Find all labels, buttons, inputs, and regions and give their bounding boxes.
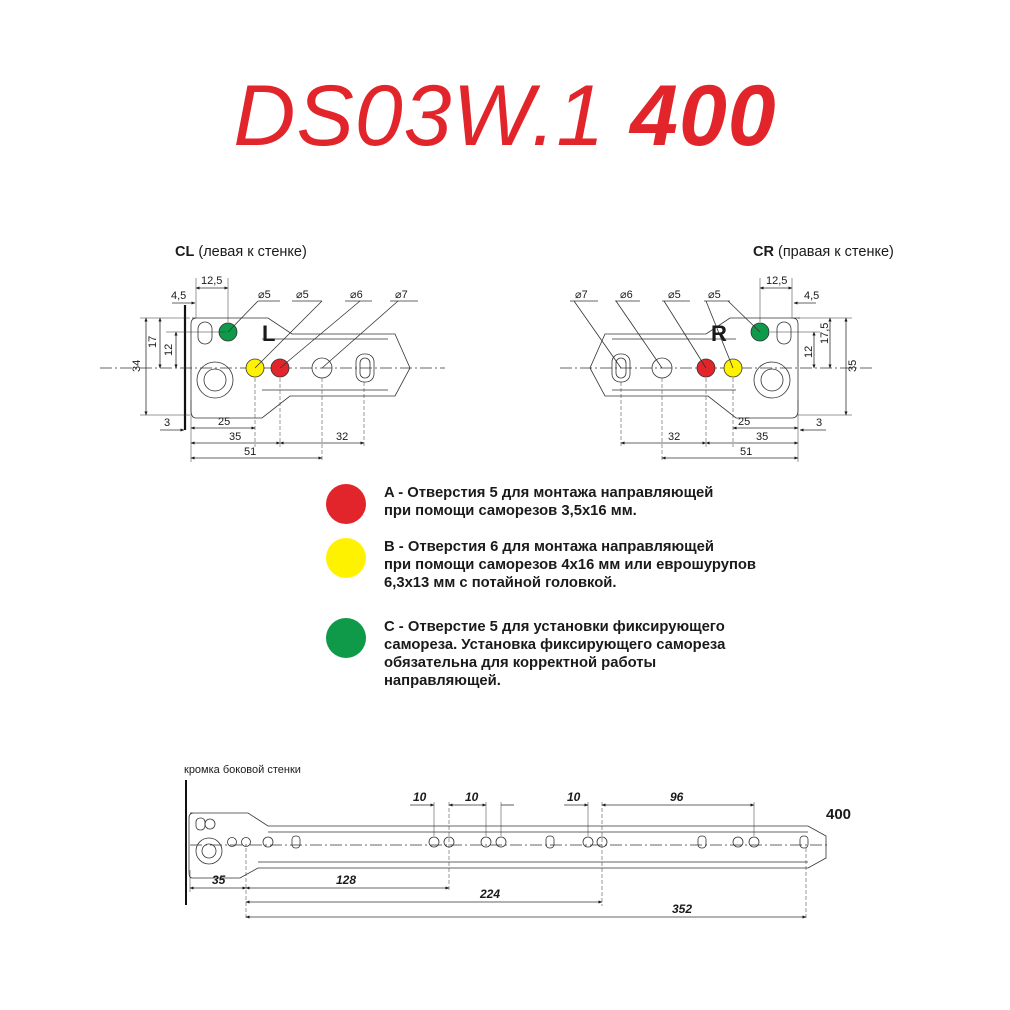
left-view-caption: CL (левая к стенке): [175, 244, 307, 260]
right-dim-3: 3: [816, 417, 822, 429]
left-slot-hole: [197, 321, 213, 345]
bottom-dim-128: 128: [336, 873, 356, 887]
bottom-dim-10a: 10: [413, 790, 427, 804]
right-dim-35: 35: [847, 360, 859, 372]
bottom-dim-10b: 10: [465, 790, 479, 804]
left-dim-34: 34: [131, 360, 143, 372]
bottom-dim-352: 352: [672, 902, 692, 916]
left-rail-view: [100, 278, 445, 462]
left-roller-outer: [196, 361, 234, 399]
right-dim-17-5: 17,5: [819, 323, 831, 344]
bottom-dim-10c: 10: [567, 790, 581, 804]
left-dim-17: 17: [147, 336, 159, 348]
title-model: DS03W.1: [233, 68, 606, 164]
bottom-dimension-labels: 10 10 10 96 35 128 224 352: [212, 790, 692, 916]
right-dim-d5b: ⌀5: [708, 289, 721, 301]
right-dim-d6: ⌀6: [620, 289, 633, 301]
left-dim-25: 25: [218, 416, 230, 428]
left-bracket-outline: [190, 317, 411, 419]
left-dim-51: 51: [244, 446, 256, 458]
legend-text-b: B - Отверстия 6 для монтажа направляющей…: [384, 539, 757, 591]
right-rail-view: [560, 278, 875, 462]
right-caption-text: (правая к стенке): [777, 244, 894, 260]
right-dim-35b: 35: [756, 431, 768, 443]
left-dim-32: 32: [336, 431, 348, 443]
legend-text-a: A - Отверстия 5 для монтажа направляющей…: [384, 485, 714, 519]
dimension-labels: L 12,5 4,5 ⌀5 ⌀5 ⌀6 ⌀7 34 17 12 3 25 35 …: [131, 275, 859, 458]
right-caption-code: CR: [753, 244, 774, 260]
legend-dot-a: [326, 484, 366, 524]
product-title: DS03W.1 400: [0, 66, 1010, 166]
left-dim-35: 35: [229, 431, 241, 443]
left-caption-code: CL: [175, 244, 195, 260]
title-length: 400: [630, 68, 777, 164]
left-dim-12-5: 12,5: [201, 275, 222, 287]
bottom-dim-35: 35: [212, 873, 226, 887]
bottom-dim-96: 96: [670, 790, 684, 804]
rail-outline: [188, 812, 827, 879]
right-roller-outer: [753, 361, 791, 399]
full-rail-view: [185, 780, 830, 920]
right-dim-12-5: 12,5: [766, 275, 787, 287]
right-view-caption: CR (правая к стенке): [753, 244, 894, 260]
right-dim-51: 51: [740, 446, 752, 458]
legend-dot-c: [326, 618, 366, 658]
left-hole-7: [355, 353, 375, 383]
right-dim-25: 25: [738, 416, 750, 428]
left-roller-inner: [203, 368, 227, 392]
left-dim-12: 12: [163, 344, 175, 356]
legend-dot-b: [326, 538, 366, 578]
left-dim-d7: ⌀7: [395, 289, 408, 301]
right-bracket-outline: [589, 317, 800, 419]
legend-text-c: C - Отверстие 5 для установки фиксирующе…: [384, 619, 726, 689]
left-dim-4-5: 4,5: [171, 290, 186, 302]
left-dim-d5a: ⌀5: [258, 289, 271, 301]
right-side-mark: R: [711, 321, 727, 346]
right-dim-32: 32: [668, 431, 680, 443]
left-dim-d6: ⌀6: [350, 289, 363, 301]
right-roller-inner: [760, 368, 784, 392]
right-dim-d7: ⌀7: [575, 289, 588, 301]
right-slot-hole: [776, 321, 792, 345]
right-dim-12: 12: [803, 346, 815, 358]
left-caption-text: (левая к стенке): [198, 244, 307, 260]
bottom-dim-224: 224: [479, 887, 500, 901]
left-side-mark: L: [262, 321, 275, 346]
left-dim-3: 3: [164, 417, 170, 429]
right-dim-4-5: 4,5: [804, 290, 819, 302]
left-dim-d5b: ⌀5: [296, 289, 309, 301]
right-dim-d5a: ⌀5: [668, 289, 681, 301]
rail-length-label: 400: [826, 806, 852, 823]
side-wall-edge-label: кромка боковой стенки: [184, 764, 301, 776]
